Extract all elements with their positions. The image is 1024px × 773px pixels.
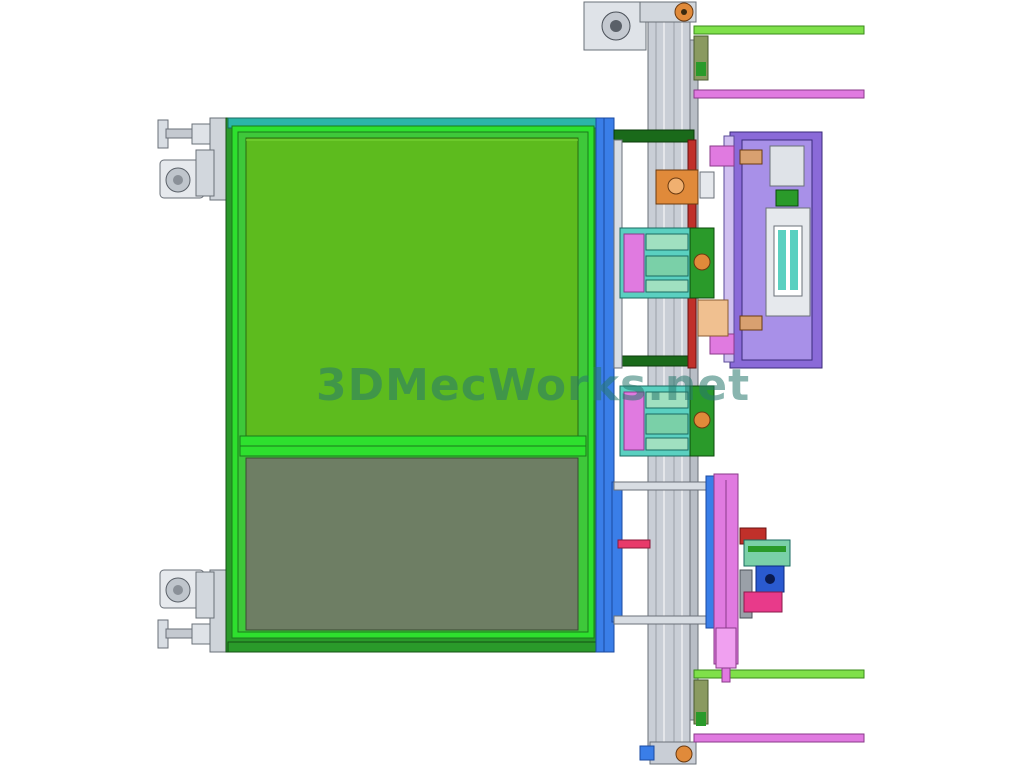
middle-rail bbox=[239, 435, 587, 457]
magenta-slide-unit bbox=[713, 473, 739, 683]
lower-gray-panel bbox=[245, 457, 579, 631]
aluminum-column bbox=[647, 9, 699, 761]
upper-green-panel bbox=[245, 137, 579, 437]
lower-station-frame bbox=[611, 475, 717, 629]
pneumatic-cluster bbox=[739, 527, 791, 619]
bottom-caster-assembly bbox=[157, 569, 227, 653]
upper-clamp-module-2 bbox=[619, 385, 715, 457]
top-rods bbox=[693, 25, 865, 99]
orange-bracket bbox=[655, 169, 715, 205]
top-caster-assembly bbox=[157, 117, 227, 201]
bottom-end-block bbox=[639, 741, 697, 765]
upper-clamp-module-1 bbox=[619, 227, 715, 299]
top-motor-assembly bbox=[583, 1, 697, 51]
bottom-rods bbox=[693, 669, 865, 743]
purple-fixture bbox=[697, 131, 823, 369]
